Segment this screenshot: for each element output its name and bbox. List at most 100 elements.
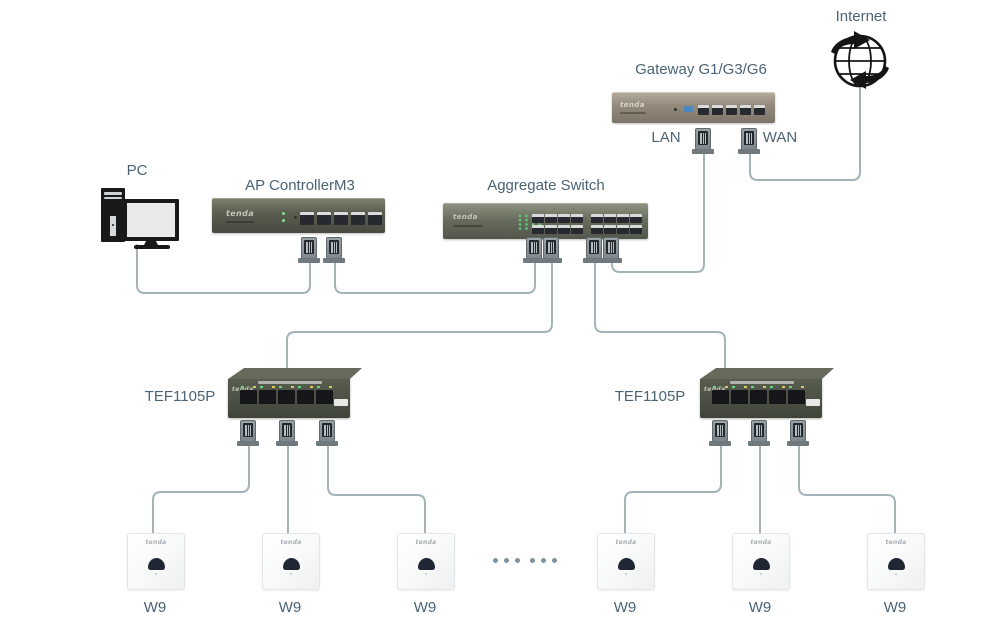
w9-logo-mark: [617, 558, 635, 570]
ethernet-port: [750, 386, 767, 404]
usb-port: [684, 106, 693, 112]
internet-label: Internet: [835, 8, 887, 25]
w9-led-dot: [625, 573, 627, 575]
aggregate-switch-label: Aggregate Switch: [487, 177, 605, 194]
ethernet-port: [712, 386, 729, 404]
rj45-connector-icon: [523, 237, 545, 263]
rj45-connector-icon: [748, 420, 770, 446]
ethernet-port: [604, 225, 616, 234]
cable-aggregate-to-tef-right: [594, 262, 726, 377]
brand-logo: tenda: [232, 386, 254, 393]
cable-tefright-to-w9-4: [624, 445, 722, 536]
model-text-line: [620, 112, 646, 114]
tef1105p-left-device: tenda: [228, 368, 362, 418]
monitor-neck: [144, 241, 158, 245]
aggregate-switch-device: tenda: [443, 203, 648, 239]
ethernet-port: [278, 386, 295, 404]
w9-access-point: tenda: [732, 533, 790, 590]
w9-logo-mark: [887, 558, 905, 570]
lan-label: LAN: [651, 129, 681, 146]
w9-access-point: tenda: [262, 533, 320, 590]
gateway-device: tenda: [612, 92, 775, 123]
pc-monitor: [123, 199, 179, 241]
ethernet-port: [532, 225, 544, 234]
ethernet-port: [558, 214, 570, 223]
w9-label: W9: [278, 599, 302, 616]
spec-label: [334, 399, 348, 406]
w9-label: W9: [413, 599, 437, 616]
switch-top-face: [700, 368, 834, 379]
gateway-label: Gateway G1/G3/G6: [635, 61, 767, 78]
ethernet-port: [698, 105, 709, 115]
ethernet-port: [334, 212, 348, 225]
w9-access-point: tenda: [867, 533, 925, 590]
rj45-connector-icon: [540, 237, 562, 263]
status-led: [282, 219, 285, 222]
pc-icon: [101, 188, 183, 250]
cable-tefright-to-w9-6: [798, 445, 896, 536]
reset-dot: [294, 216, 297, 219]
rj45-connector-icon: [323, 237, 345, 263]
rj45-connector-icon: [709, 420, 731, 446]
ethernet-port: [571, 225, 583, 234]
brand-logo: tenda: [415, 539, 437, 546]
wan-label: WAN: [762, 129, 798, 146]
w9-access-point: tenda: [127, 533, 185, 590]
w9-label: W9: [143, 599, 167, 616]
ethernet-port: [317, 212, 331, 225]
model-text-strip: [258, 381, 322, 384]
reset-dot: [674, 108, 677, 111]
w9-label: W9: [748, 599, 772, 616]
rj45-connector-icon: [600, 237, 622, 263]
ethernet-port: [591, 225, 603, 234]
w9-led-dot: [895, 573, 897, 575]
brand-logo: tenda: [453, 213, 478, 221]
ethernet-port: [712, 105, 723, 115]
rj45-connector-icon: [237, 420, 259, 446]
cable-gateway-wan-to-internet: [749, 87, 861, 181]
ethernet-port: [297, 386, 314, 404]
ethernet-port: [604, 214, 616, 223]
ethernet-port: [630, 214, 642, 223]
rj45-connector-icon: [276, 420, 298, 446]
model-text-line: [453, 225, 483, 227]
w9-logo-mark: [282, 558, 300, 570]
w9-access-point: tenda: [597, 533, 655, 590]
brand-logo: tenda: [145, 539, 167, 546]
tef1105p-left-label: TEF1105P: [144, 388, 216, 405]
ethernet-port: [545, 214, 557, 223]
ethernet-port: [617, 225, 629, 234]
ethernet-port: [545, 225, 557, 234]
ethernet-port: [300, 212, 314, 225]
w9-led-dot: [155, 573, 157, 575]
ethernet-port: [558, 225, 570, 234]
rj45-connector-icon: [692, 128, 714, 154]
ethernet-port: [240, 386, 257, 404]
drive-slot: [104, 197, 122, 199]
brand-logo: tenda: [615, 539, 637, 546]
rj45-connector-icon: [583, 237, 605, 263]
cable-tefleft-to-w9-1: [152, 445, 250, 536]
ethernet-port: [726, 105, 737, 115]
tef1105p-right-label: TEF1105P: [614, 388, 686, 405]
brand-logo: tenda: [750, 539, 772, 546]
brand-logo: tenda: [620, 101, 645, 109]
w9-logo-mark: [752, 558, 770, 570]
cable-aggregate-to-tef-left: [286, 262, 553, 377]
ethernet-port: [591, 214, 603, 223]
tef1105p-right-device: tenda: [700, 368, 834, 418]
ethernet-port: [259, 386, 276, 404]
ap-controller-device: tenda: [212, 198, 385, 233]
cable-aggregate-to-gateway-lan: [611, 153, 705, 273]
power-dot: [112, 224, 114, 226]
brand-logo: tenda: [885, 539, 907, 546]
w9-label: W9: [613, 599, 637, 616]
model-text-line: [226, 221, 254, 223]
model-text-strip: [730, 381, 794, 384]
brand-logo: tenda: [704, 386, 726, 393]
w9-access-point: tenda: [397, 533, 455, 590]
rj45-connector-icon: [738, 128, 760, 154]
brand-logo: tenda: [226, 209, 255, 218]
pc-tower: [101, 188, 125, 242]
